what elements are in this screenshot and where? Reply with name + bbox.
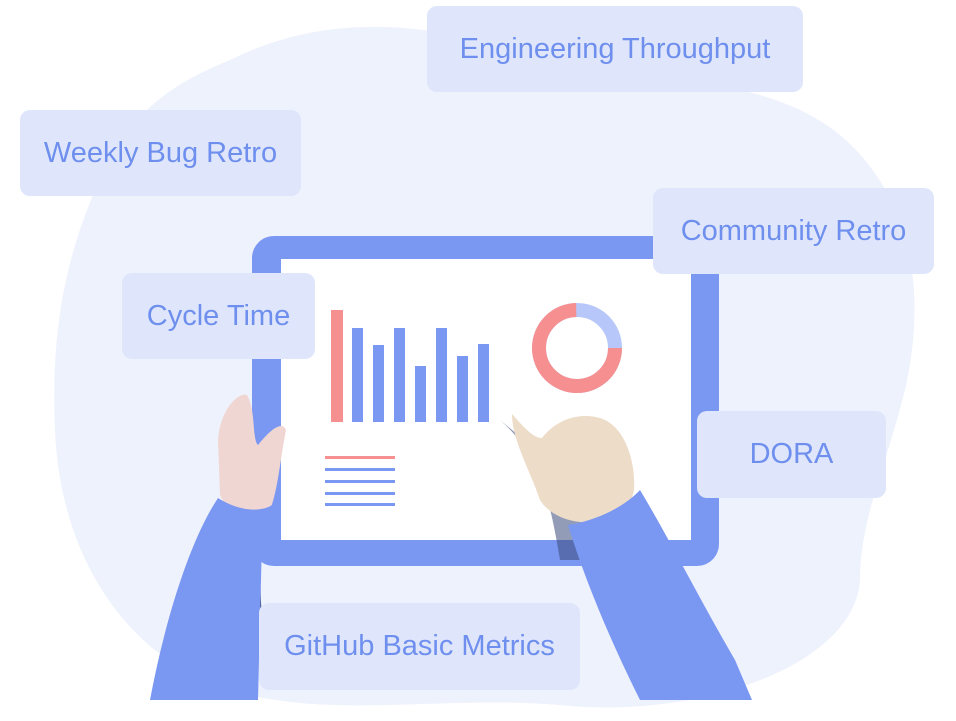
tag-community-retro[interactable]: Community Retro [653, 188, 934, 274]
tag-dora[interactable]: DORA [697, 411, 886, 498]
tag-github-basic-metrics[interactable]: GitHub Basic Metrics [259, 603, 580, 690]
text-lines-icon [325, 456, 395, 506]
tag-label: GitHub Basic Metrics [284, 630, 555, 662]
tag-label: Cycle Time [146, 299, 291, 332]
donut-chart-icon [532, 303, 622, 393]
tag-cycle-time[interactable]: Cycle Time [122, 273, 315, 359]
right-hand [500, 414, 752, 700]
tag-weekly-bug-retro[interactable]: Weekly Bug Retro [20, 110, 301, 196]
bar-chart-icon [331, 310, 489, 422]
left-hand [150, 394, 286, 700]
tag-label: Weekly Bug Retro [43, 136, 278, 169]
tag-engineering-throughput[interactable]: Engineering Throughput [427, 6, 803, 92]
tag-label: DORA [749, 438, 834, 470]
tag-label: Engineering Throughput [459, 32, 771, 65]
tag-label: Community Retro [680, 214, 907, 247]
